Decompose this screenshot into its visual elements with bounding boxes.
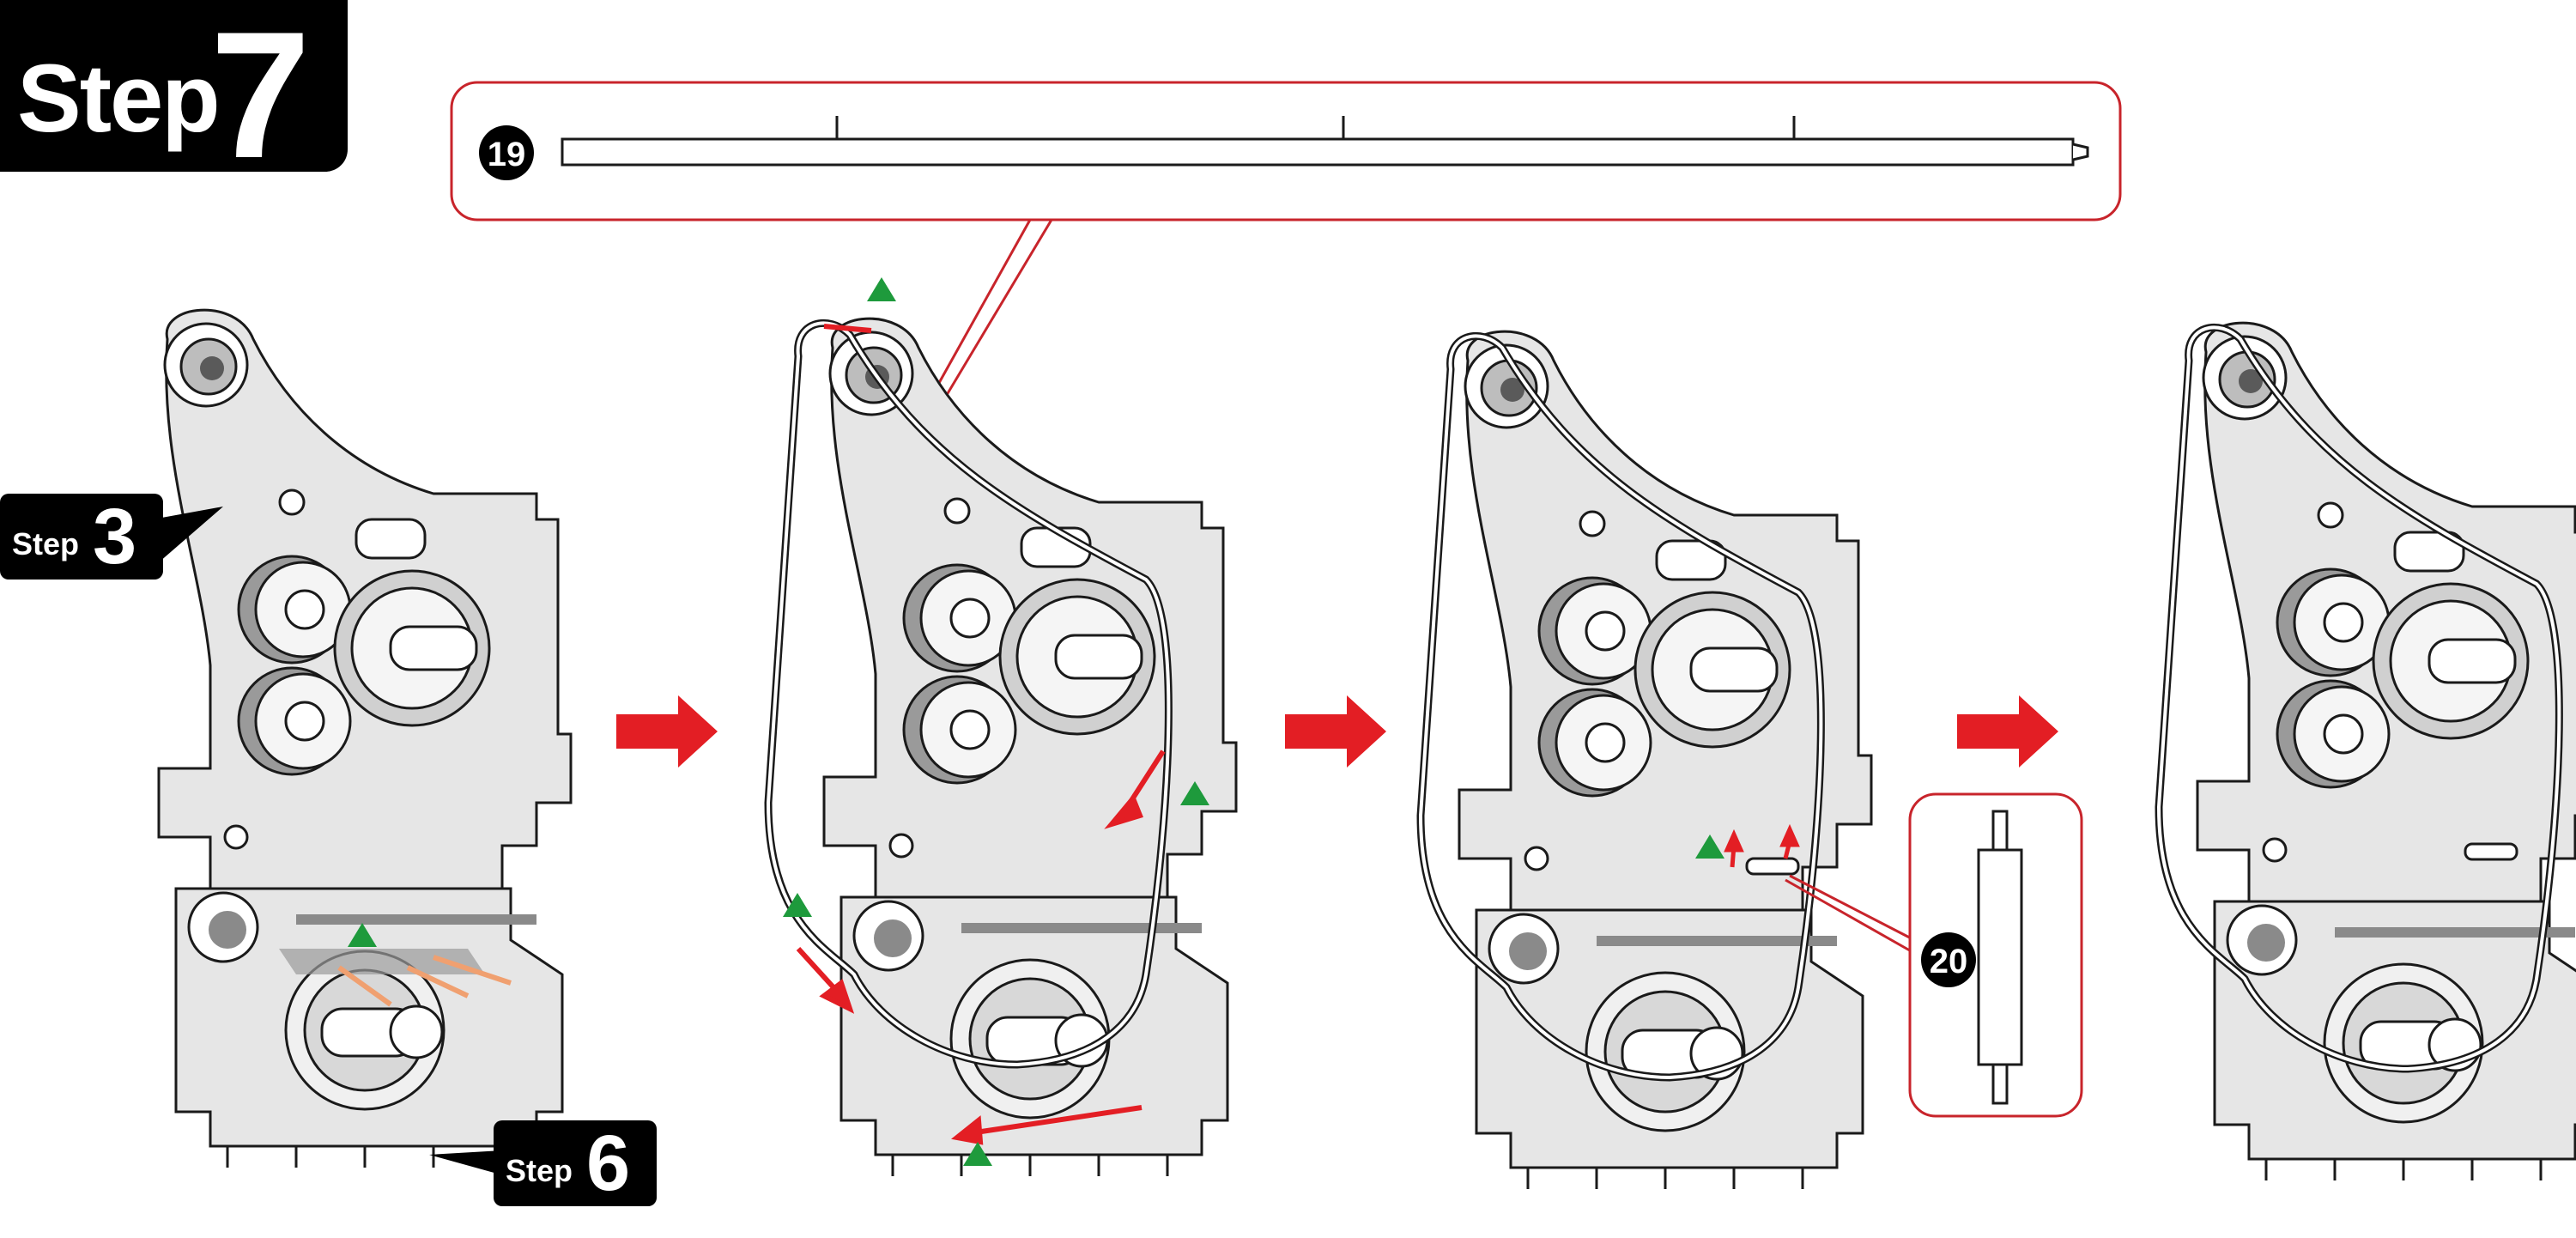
callout-step6-number: 6 [586,1120,631,1207]
part-20-box: 20 [1908,792,2083,1118]
flow-arrow-1 [616,695,718,768]
callout-step3: Step 3 [0,493,163,580]
part-19-box: 19 [450,81,2122,422]
flow-arrow-3 [1957,695,2058,768]
callout-step3-number: 3 [93,493,137,580]
flow-arrow-2 [1285,695,1386,768]
panel-4-frame [2159,321,2576,1182]
callout-step6-word: Step [506,1153,573,1188]
step-title-number: 7 [210,0,311,196]
panel-3-frame [1421,330,1924,1191]
callout-step6: Step 6 [494,1120,657,1207]
panel-1-frame [157,308,573,1169]
callout-step6-pointer [429,1150,506,1176]
callout-step3-word: Step [12,526,80,561]
panel-2-frame [768,277,1238,1178]
step-title: Step 7 [0,0,348,196]
part-19-number: 19 [488,136,526,173]
step-title-word: Step [17,45,221,152]
part-20-number: 20 [1930,943,1968,980]
